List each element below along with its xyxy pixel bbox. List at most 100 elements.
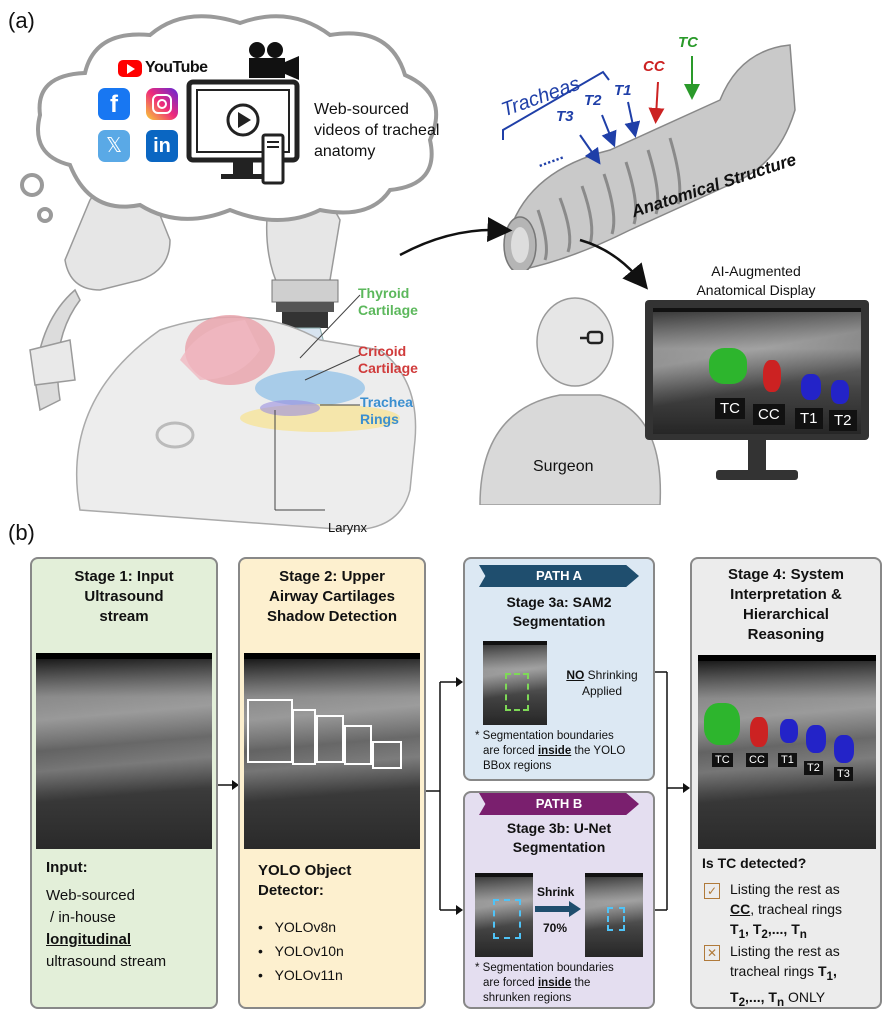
stage1-box: Stage 1: Input Ultrasound stream Input: …: [30, 557, 218, 1009]
model-item: • YOLOv11n: [258, 967, 343, 983]
input-line: ultrasound stream: [46, 953, 167, 970]
check-icon: ✓: [704, 883, 720, 899]
title-line: Stage 4: System: [728, 566, 844, 583]
thyroid-cartilage-label: Thyroid Cartilage: [358, 285, 418, 319]
unet-ultrasound-before: [475, 873, 533, 957]
note-text: Shrinking: [587, 668, 638, 682]
display-title-line: Anatomical Display: [696, 282, 816, 298]
cc-segment-blob: [763, 360, 781, 392]
yolo-model-list: • YOLOv8n • YOLOv10n • YOLOv11n: [258, 915, 344, 987]
ring-t: T: [730, 921, 739, 937]
yolo-bbox: [247, 699, 293, 763]
title-line: stream: [99, 608, 149, 625]
ai-display-monitor: TC CC T1 T2: [645, 300, 869, 440]
robot-patient-illustration: [29, 181, 417, 530]
tc-question: Is TC detected?: [702, 855, 807, 871]
model-name: YOLOv11n: [274, 967, 343, 983]
t2-segment-blob: [831, 380, 849, 404]
cricoid-cartilage-label: Cricoid Cartilage: [358, 343, 418, 377]
detector-heading: YOLO Object Detector:: [258, 861, 351, 901]
t2-label: T2: [584, 92, 602, 109]
yolo-bbox: [372, 741, 402, 769]
shrink-label: Shrink: [537, 885, 575, 899]
t3-segment-blob: [834, 735, 854, 763]
stage1-title: Stage 1: Input Ultrasound stream: [32, 567, 216, 627]
no-branch-text: Listing the rest as tracheal rings T1, T…: [730, 941, 880, 1013]
foot-line: * Segmentation boundaries: [475, 730, 614, 742]
stage4-tag-tc: TC: [712, 753, 733, 767]
t1-segment-blob: [801, 374, 821, 400]
monitor-stand: [748, 440, 766, 470]
panel-b-label: (b): [8, 520, 35, 545]
path-b-footnote: * Segmentation boundaries are forced ins…: [475, 961, 653, 1006]
label-line: Cartilage: [358, 302, 418, 318]
path-a-banner: PATH A: [479, 565, 639, 587]
foot-text: are forced: [483, 977, 535, 989]
stage2-box: Stage 2: Upper Airway Cartilages Shadow …: [238, 557, 426, 1009]
yolo-bbox: [316, 715, 344, 763]
no-line: Listing the rest as: [730, 943, 840, 959]
cc-label: CC: [643, 58, 665, 75]
cloud-text-line: anatomy: [314, 143, 376, 160]
unet-ultrasound-after: [585, 873, 643, 957]
monitor-base: [716, 470, 798, 480]
input-line: Web-sourced: [46, 887, 135, 904]
path-a-box: PATH A Stage 3a: SAM2 Segmentation NO Sh…: [463, 557, 655, 781]
yolo-bbox: [292, 709, 316, 765]
input-line: / in-house: [50, 909, 116, 926]
no-line: tracheal rings: [730, 963, 815, 979]
stage4-ultrasound: TC CC T1 T2 T3: [698, 655, 876, 849]
label-line: Thyroid: [358, 285, 410, 301]
curved-arrows: [399, 217, 649, 290]
foot-emph: inside: [537, 977, 572, 989]
stage4-title: Stage 4: System Interpretation & Hierarc…: [692, 565, 880, 645]
video-camera-icon: [249, 42, 299, 80]
display-title: AI-Augmented Anatomical Display: [648, 262, 864, 300]
stage4-tag-t2: T2: [804, 761, 823, 775]
unet-shrunk-bbox: [607, 907, 625, 931]
t1-label: T1: [614, 82, 632, 99]
stage1-ultrasound: [36, 653, 212, 849]
path-a-title: Stage 3a: SAM2 Segmentation: [465, 593, 653, 631]
title-line: Ultrasound: [84, 588, 164, 605]
yes-cc: CC: [730, 901, 751, 917]
unet-bbox: [493, 899, 521, 939]
tc-segment-blob: [704, 703, 740, 745]
linkedin-icon: in: [146, 130, 178, 162]
foot-line: BBox regions: [483, 760, 552, 772]
stage4-box: Stage 4: System Interpretation & Hierarc…: [690, 557, 882, 1009]
label-line: Cricoid: [358, 343, 407, 359]
trachea-rings-label: Trachea Rings: [360, 394, 413, 428]
foot-text: the: [574, 977, 591, 989]
input-heading: Input:: [46, 859, 88, 876]
yolo-bbox: [344, 725, 372, 765]
label-line: Trachea: [360, 394, 413, 410]
display-tag-t2: T2: [829, 410, 857, 431]
display-tag-cc: CC: [753, 404, 785, 425]
path-b-banner: PATH B: [479, 793, 639, 815]
foot-text: the YOLO: [574, 745, 626, 757]
foot-line: * Segmentation boundaries: [475, 962, 614, 974]
t3-label: T3: [556, 108, 574, 125]
no-shrinking-note: NO Shrinking Applied: [557, 667, 647, 699]
title-line: Stage 2: Upper: [279, 568, 385, 585]
facebook-icon: f: [98, 88, 130, 120]
monitor-play-icon: [186, 79, 300, 185]
cc-segment-blob: [750, 717, 768, 747]
sam2-bbox: [505, 673, 529, 711]
model-name: YOLOv8n: [274, 919, 337, 935]
t1-segment-blob: [780, 719, 798, 743]
tracheas-bracket: [502, 70, 610, 140]
path-b-title: Stage 3b: U-Net Segmentation: [465, 819, 653, 857]
stage4-tag-cc: CC: [746, 753, 768, 767]
shrink-arrow-icon: [535, 901, 581, 917]
structure-arrows: [579, 56, 700, 165]
yes-branch-text: Listing the rest as CC, tracheal rings T…: [730, 879, 880, 945]
split-arrows: [426, 677, 463, 915]
youtube-icon: [118, 60, 142, 77]
stage2-title: Stage 2: Upper Airway Cartilages Shadow …: [240, 567, 424, 627]
foot-line: shrunken regions: [483, 992, 572, 1004]
model-item: • YOLOv8n: [258, 919, 337, 935]
foot-text: are forced: [483, 745, 535, 757]
display-tag-t1: T1: [795, 408, 823, 429]
